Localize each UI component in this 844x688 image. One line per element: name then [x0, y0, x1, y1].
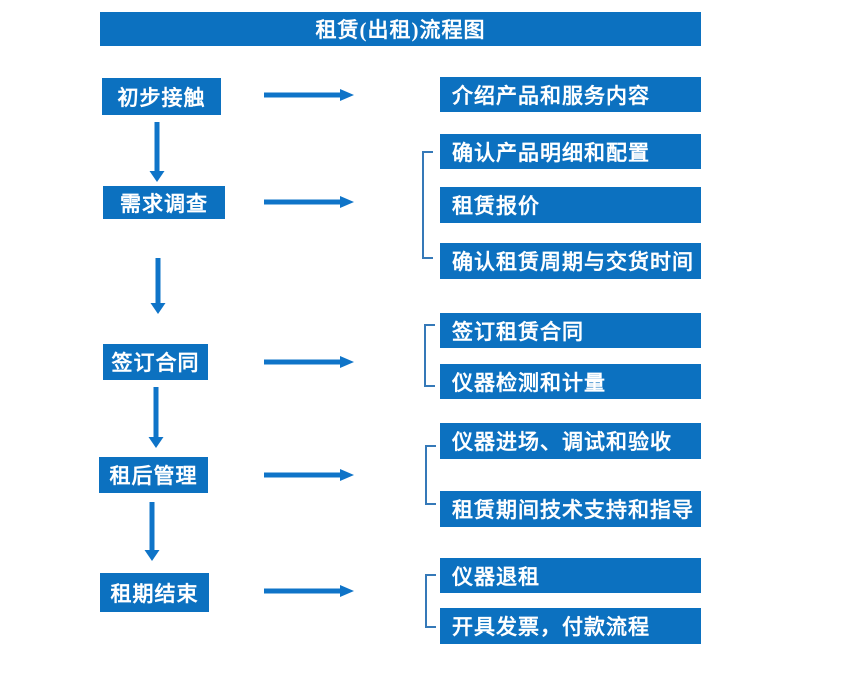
arrow-down-icon-1: [149, 122, 165, 182]
detail-box-introduce-products: 介绍产品和服务内容: [440, 77, 701, 112]
bracket-connector-rental-end-group: [425, 574, 436, 628]
arrow-right-icon-4: [264, 469, 354, 481]
flowchart-title-bar: 租赁(出租)流程图: [100, 12, 701, 46]
arrow-right-icon-3: [264, 356, 354, 368]
bracket-connector-demand-survey-group: [422, 151, 433, 259]
arrow-right-icon-2: [264, 196, 354, 208]
detail-box-confirm-rental-period: 确认租赁周期与交货时间: [440, 243, 701, 279]
arrow-right-icon-1: [264, 89, 354, 101]
bracket-connector-sign-contract-group: [424, 324, 435, 387]
step-box-sign-contract: 签订合同: [103, 344, 208, 380]
detail-box-instrument-entry-acceptance: 仪器进场、调试和验收: [440, 423, 701, 459]
detail-box-sign-rental-contract: 签订租赁合同: [440, 313, 701, 348]
bracket-connector-post-rental-group: [425, 445, 436, 505]
step-box-demand-survey: 需求调查: [103, 186, 225, 219]
step-box-post-rental-management: 租后管理: [99, 457, 208, 493]
flowchart-title: 租赁(出租)流程图: [315, 18, 486, 42]
detail-box-confirm-product-details: 确认产品明细和配置: [440, 134, 701, 169]
step-box-initial-contact: 初步接触: [102, 78, 221, 115]
detail-box-instrument-inspection: 仪器检测和计量: [440, 364, 701, 399]
step-box-rental-end: 租期结束: [100, 573, 209, 612]
arrow-right-icon-5: [264, 585, 354, 597]
detail-box-instrument-return: 仪器退租: [440, 558, 701, 593]
detail-box-rental-quote: 租赁报价: [440, 187, 701, 223]
detail-box-technical-support: 租赁期间技术支持和指导: [440, 491, 701, 527]
detail-box-invoice-payment: 开具发票，付款流程: [440, 608, 701, 644]
arrow-down-icon-4: [144, 502, 160, 561]
arrow-down-icon-2: [150, 258, 166, 314]
arrow-down-icon-3: [148, 387, 164, 448]
